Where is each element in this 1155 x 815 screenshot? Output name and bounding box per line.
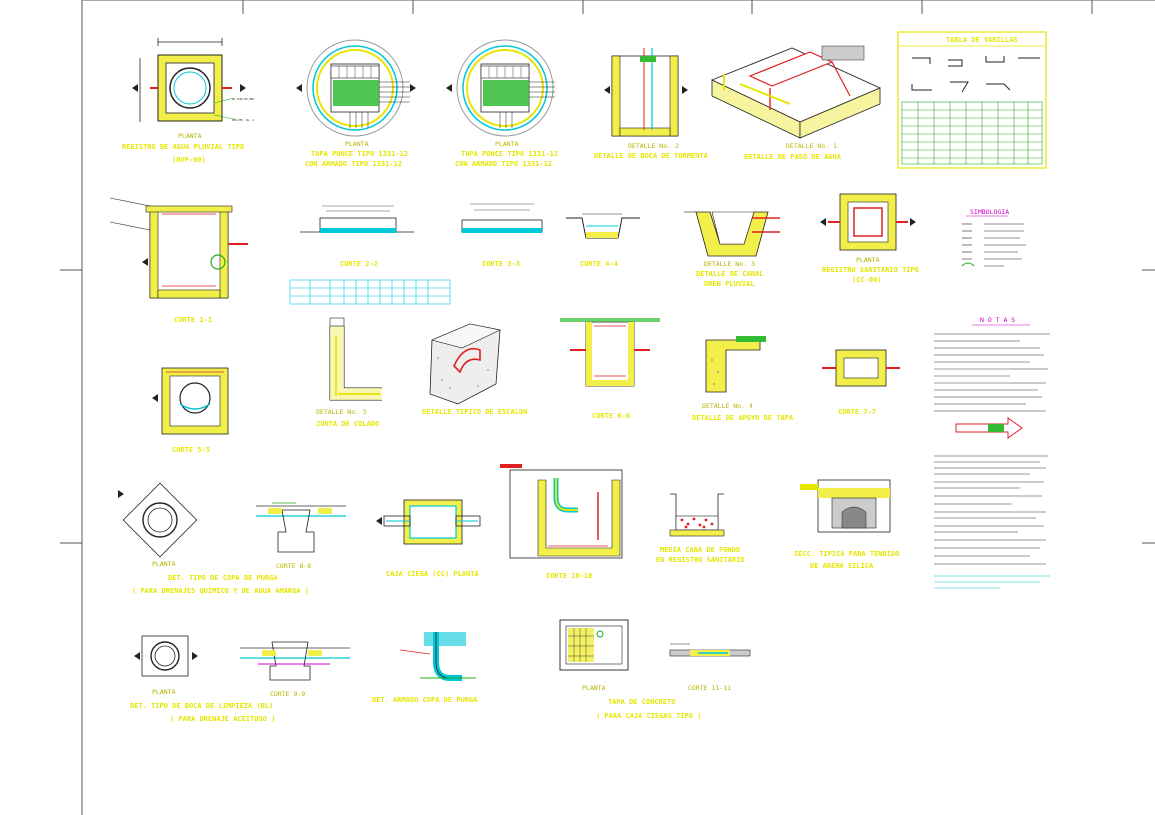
detail-line1: PLANTA <box>345 140 369 148</box>
detail-registro-pluvial-plan: LA TAPA DE REG. VER DET. No. 4 PLANTA RE… <box>122 38 255 164</box>
detail-title: CORTE 2-2 <box>340 260 378 268</box>
detail-copa-purga: PLANTA DET. TIPO DE COPA DE PURGA ( PARA… <box>118 482 309 595</box>
rebar-table: TABLA DE VARILLAS <box>897 31 1047 169</box>
detail-title: CORTE 1-1 <box>174 316 212 324</box>
detail-line1: DETALLE No. 2 <box>628 142 679 150</box>
detail-title: CAJA CIEGA (CC) PLANTA <box>386 570 480 578</box>
detail-registro-sanitario-plan: PLANTA REGISTRO SANITARIO TIPO (CC-00) <box>820 193 919 284</box>
detail-media-cana: MEDIA CAÑA DE FONDO EN REGISTRO SANITARI… <box>656 493 745 564</box>
detail-boca-limpieza: PLANTA DET. TIPO DE BOCA DE LIMPIEZA (BL… <box>130 635 275 723</box>
rebar-table-title: TABLA DE VARILLAS <box>946 36 1018 44</box>
detail-line1: DETALLE No. 3 <box>704 260 755 268</box>
detail-title: CORTE 9-9 <box>270 690 305 698</box>
detail-subtitle: CON ARMADO TIPO 1331-12 <box>305 160 402 168</box>
detail-subtitle: DE ARENA SILICA <box>810 562 874 570</box>
detail-corte-2-2: CORTE 2-2 <box>289 205 451 305</box>
detail-title: JUNTA DE COLADO <box>316 420 379 428</box>
detail-paso-agua: DETALLE No. 1 DETALLE DE PASO DE AGUA <box>710 45 882 161</box>
detail-title: MEDIA CAÑA DE FONDO <box>660 545 740 554</box>
detail-line1: PLANTA <box>152 560 176 568</box>
detail-title: REGISTRO DE AGUA PLUVIAL TIPO <box>122 143 244 151</box>
detail-title: SECC. TIPICA PARA TENDIDO <box>794 550 899 558</box>
detail-tapa-ponce-1: PLANTA TAPA PONCE TIPO 1331-12 CON ARMAD… <box>296 39 416 168</box>
detail-title: CORTE 7-7 <box>838 408 876 416</box>
detail-corte-6-6: CORTE 6-6 <box>560 318 660 420</box>
legend-simbologia: SIMBOLOGIA <box>961 208 1026 267</box>
detail-title: CORTE 10-10 <box>546 572 592 580</box>
detail-title: TAPA PONCE TIPO 1331-12 <box>461 150 558 158</box>
detail-line1: DETALLE No. 1 <box>786 142 837 150</box>
detail-title: CORTE 11-11 <box>688 684 731 692</box>
detail-corte-3-3: CORTE 3-3 <box>461 203 543 268</box>
detail-title: DETALLE DE APOYO DE TAPA <box>692 414 794 422</box>
detail-subtitle: DREN PLUVIAL <box>704 280 755 288</box>
detail-code: (RVP-00) <box>172 156 206 164</box>
detail-subtitle: CON ARMADO TIPO 1331-12 <box>455 160 552 168</box>
detail-corte-8-8: CORTE 8-8 <box>256 502 346 570</box>
detail-corte-5-5: CORTE 5-5 <box>152 367 229 454</box>
detail-tapa-ponce-2: PLANTA TAPA PONCE TIPO 1331-12 CON ARMAD… <box>446 39 558 168</box>
detail-line1: PLANTA <box>495 140 519 148</box>
detail-title: CORTE 8-8 <box>276 562 311 570</box>
detail-canal-dren: DETALLE No. 3 DETALLE DE CANAL DREN PLUV… <box>684 211 780 288</box>
detail-title: TAPA PONCE TIPO 1331-12 <box>311 150 408 158</box>
detail-title: CORTE 6-6 <box>592 412 630 420</box>
detail-title: CORTE 5-5 <box>172 446 210 454</box>
svg-text:LA TAPA DE REG.: LA TAPA DE REG. <box>232 97 255 101</box>
detail-title: CORTE 3-3 <box>482 260 520 268</box>
detail-code: (CC-00) <box>852 276 882 284</box>
detail-line1: DETALLE No. 4 <box>702 402 753 410</box>
detail-line1: PLANTA <box>152 688 176 696</box>
detail-title: DET. TIPO DE COPA DE PURGA <box>168 574 278 582</box>
detail-arena-silica: SECC. TIPICA PARA TENDIDO DE ARENA SILIC… <box>794 479 899 570</box>
detail-subtitle: ( PARA CAJA CIEGAS TIPO ) <box>596 712 701 720</box>
detail-subtitle: ( PARA DRENAJES QUIMICO Y DE AGUA AMARGA… <box>132 587 309 595</box>
sheet-frame <box>60 0 1155 815</box>
detail-escalon: DETALLE TIPICO DE ESCALON <box>422 323 527 416</box>
detail-corte-9-9: CORTE 9-9 <box>240 641 350 698</box>
legend-title: SIMBOLOGIA <box>970 208 1009 216</box>
detail-corte-10-10: CORTE 10-10 <box>500 464 623 580</box>
detail-title: DETALLE DE CANAL <box>696 270 763 278</box>
detail-corte-11-11: CORTE 11-11 <box>669 643 751 692</box>
detail-title: DETALLE DE BOCA DE TORMENTA <box>594 152 709 160</box>
detail-line1: PLANTA <box>178 132 202 140</box>
detail-apoyo-tapa: DETALLE No. 4 DETALLE DE APOYO DE TAPA <box>692 336 794 422</box>
notes-block: N O T A S <box>934 316 1050 589</box>
notes-title: N O T A S <box>980 316 1015 324</box>
detail-corte-1-1: CORTE 1-1 <box>109 197 248 324</box>
detail-title: DET. TIPO DE BOCA DE LIMPIEZA (BL) <box>130 702 273 710</box>
detail-armado-copa: DET. ARMADO COPA DE PURGA <box>372 632 478 704</box>
detail-caja-ciega-plan: CAJA CIEGA (CC) PLANTA <box>376 499 481 578</box>
svg-text:VER DET. No. 4: VER DET. No. 4 <box>232 118 254 122</box>
detail-tapa-concreto: PLANTA TAPA DE CONCRETO ( PARA CAJA CIEG… <box>559 619 701 720</box>
detail-line1: DETALLE No. 5 <box>316 408 367 416</box>
detail-line1: PLANTA <box>582 684 606 692</box>
detail-boca-tormenta: DETALLE No. 2 DETALLE DE BOCA DE TORMENT… <box>594 48 709 160</box>
detail-title: DETALLE DE PASO DE AGUA <box>744 153 842 161</box>
detail-line1: PLANTA <box>856 256 880 264</box>
detail-title: TAPA DE CONCRETO <box>608 698 675 706</box>
detail-subtitle: ( PARA DRENAJE ACEITOSO ) <box>170 715 275 723</box>
detail-junta-colado: DETALLE No. 5 JUNTA DE COLADO <box>316 317 382 428</box>
detail-corte-7-7: CORTE 7-7 <box>822 349 900 416</box>
detail-title: DETALLE TIPICO DE ESCALON <box>422 408 527 416</box>
detail-title: REGISTRO SANITARIO TIPO <box>822 266 919 274</box>
detail-subtitle: EN REGISTRO SANITARIO <box>656 556 745 564</box>
detail-corte-4-4: CORTE 4-4 <box>566 213 640 268</box>
detail-title: CORTE 4-4 <box>580 260 618 268</box>
detail-title: DET. ARMADO COPA DE PURGA <box>372 696 478 704</box>
